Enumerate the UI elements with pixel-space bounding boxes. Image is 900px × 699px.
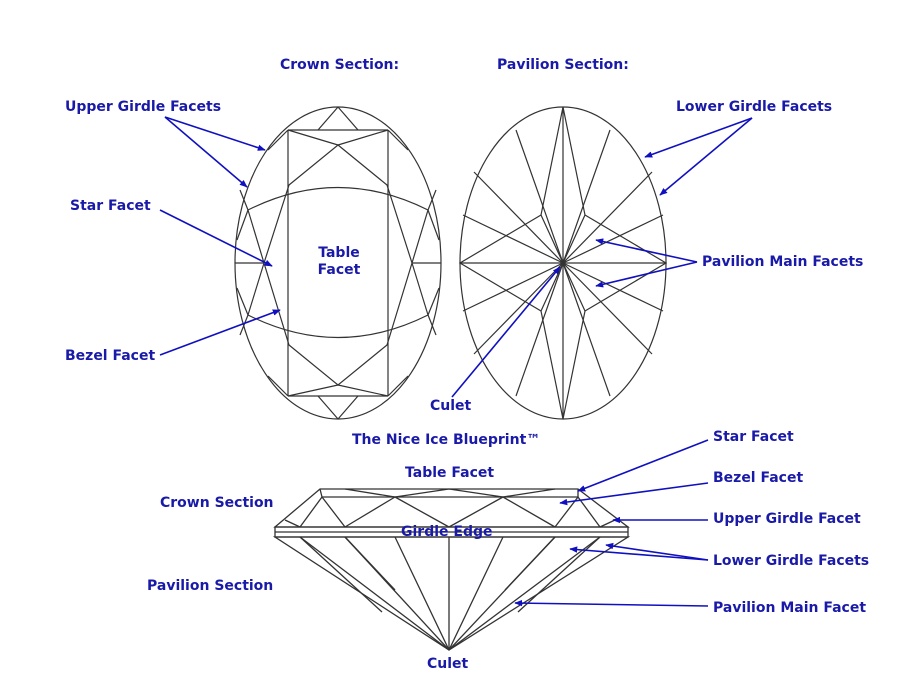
- arrow-lower-girdle-2: [659, 117, 753, 196]
- side-pavilion-facets: [299, 536, 601, 651]
- label-side-star-facet: Star Facet: [713, 429, 794, 445]
- label-upper-girdle-facets: Upper Girdle Facets: [65, 99, 222, 115]
- label-side-culet: Culet: [427, 656, 469, 672]
- label-side-crown-section: Crown Section: [160, 495, 274, 511]
- annotation-arrows: [159, 116, 753, 607]
- pavilion-view: [458, 106, 668, 420]
- side-pavilion-outline: [272, 536, 631, 651]
- label-star-facet: Star Facet: [70, 198, 151, 214]
- heading-pavilion-section: Pavilion Section:: [497, 57, 629, 73]
- arrow-lower-girdle-1: [644, 117, 753, 158]
- label-bezel-facet: Bezel Facet: [65, 348, 156, 364]
- label-side-table-facet: Table Facet: [405, 465, 495, 481]
- crown-frame-lines: [247, 129, 429, 397]
- pavilion-main-lines: [460, 107, 666, 419]
- arrow-pavilion-main-2: [595, 261, 698, 288]
- label-side-pavilion-main-facet: Pavilion Main Facet: [713, 600, 867, 616]
- label-table-line2: Facet: [317, 262, 361, 278]
- arrow-upper-girdle-1: [164, 116, 266, 151]
- arrow-culet-top: [451, 266, 561, 398]
- label-side-girdle-edge: Girdle Edge: [401, 524, 493, 540]
- side-crown-outline: [273, 488, 630, 528]
- label-side-lower-girdle-facets: Lower Girdle Facets: [713, 553, 870, 569]
- side-profile: [272, 488, 631, 651]
- pavilion-star-shape: [458, 106, 668, 420]
- arrow-pavilion-main-1: [595, 238, 698, 263]
- crown-upper-girdle-lines: [235, 106, 441, 420]
- arrow-side-star: [577, 439, 709, 492]
- arrow-upper-girdle-2: [164, 116, 248, 188]
- label-pavilion-main-facets: Pavilion Main Facets: [702, 254, 864, 270]
- arrow-side-lower-girdle-2: [569, 546, 709, 561]
- label-lower-girdle-facets: Lower Girdle Facets: [676, 99, 833, 115]
- label-table-line1: Table: [318, 245, 360, 261]
- side-crown-facets: [284, 488, 616, 528]
- arrow-star: [159, 209, 273, 267]
- label-culet-top: Culet: [430, 398, 472, 414]
- label-side-bezel-facet: Bezel Facet: [713, 470, 804, 486]
- arrow-side-lower-girdle-1: [605, 542, 709, 561]
- arrow-side-pavilion-main: [514, 599, 709, 607]
- arrow-side-bezel: [559, 482, 709, 506]
- crown-view: [234, 106, 442, 420]
- label-side-upper-girdle-facet: Upper Girdle Facet: [713, 511, 861, 527]
- label-table-facet: Table Facet: [309, 245, 369, 279]
- crown-star-lines: [247, 129, 429, 397]
- heading-blueprint: The Nice Ice Blueprint™: [352, 432, 541, 448]
- label-side-pavilion-section: Pavilion Section: [147, 578, 274, 594]
- arrow-bezel: [159, 309, 281, 356]
- heading-crown-section: Crown Section:: [280, 57, 400, 73]
